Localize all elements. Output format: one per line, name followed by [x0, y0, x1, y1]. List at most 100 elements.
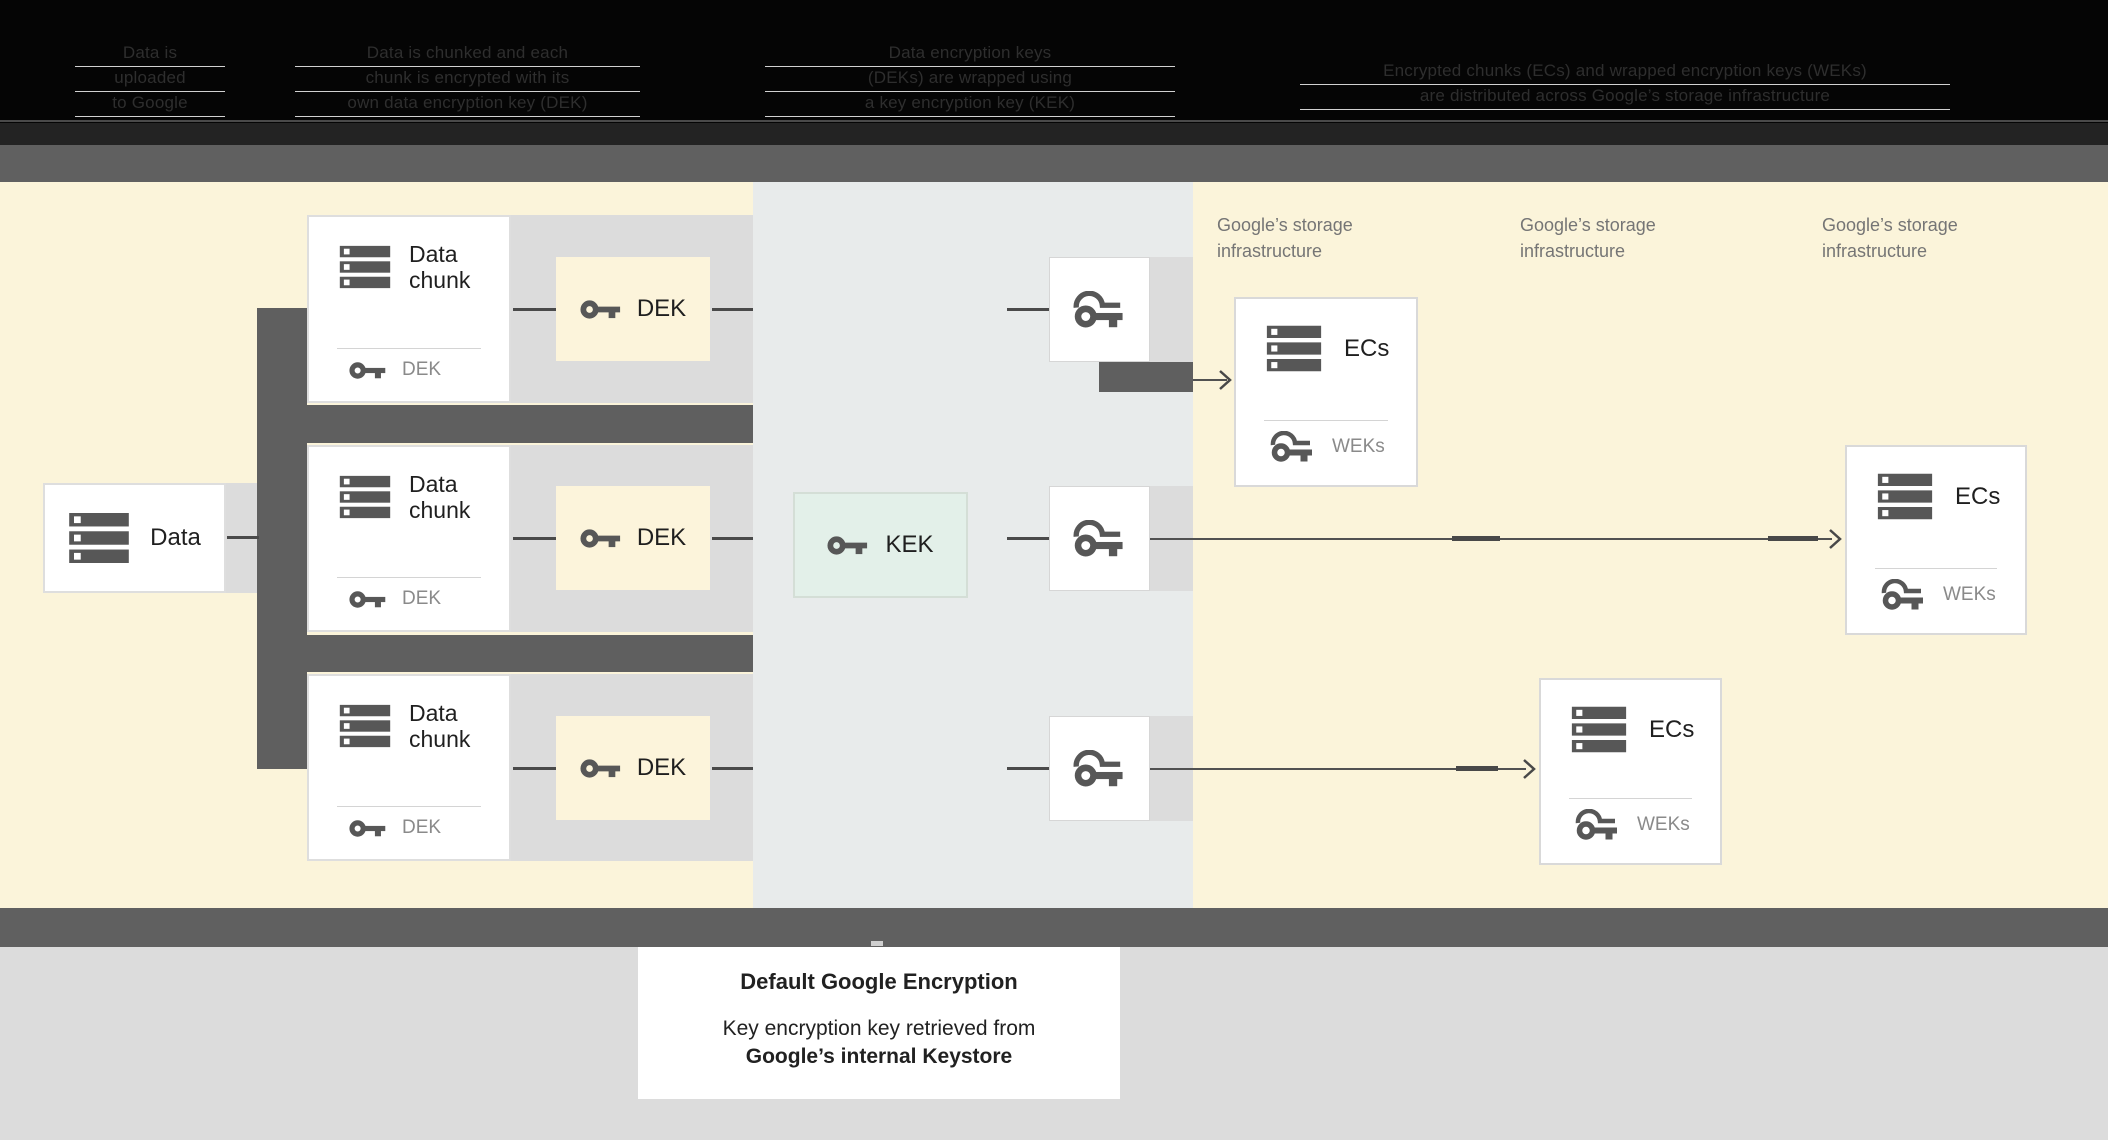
data-chunk-box-3: Data chunk DEK [307, 674, 511, 861]
connector-line-chunk1-dek1 [513, 308, 557, 311]
step-text: (DEKs) are wrapped using [765, 67, 1175, 92]
step-text: uploaded [75, 67, 225, 92]
ecs-title: ECs [1344, 334, 1390, 362]
step-text: to Google [75, 92, 225, 117]
server-stack-icon [1266, 325, 1322, 372]
dek-box-label: DEK [636, 754, 687, 781]
divider [1875, 568, 1997, 569]
chunk-title: Data chunk [409, 241, 471, 294]
connector-bar-horizontal-2 [307, 635, 753, 672]
step-description-3: Data encryption keys (DEKs) are wrapped … [765, 42, 1175, 117]
connector-line-chunk3-dek3 [513, 767, 557, 770]
storage-label-2: Google’s storage infrastructure [1520, 212, 1700, 264]
key-icon [349, 360, 387, 381]
step-text: Encrypted chunks (ECs) and wrapped encry… [1300, 60, 1950, 85]
connector-line-data [227, 536, 259, 539]
dek-box-label: DEK [636, 524, 687, 551]
connector-line-dek3-out [712, 767, 753, 770]
storage-label-line: Google’s storage [1822, 215, 1958, 235]
step-text: Data is chunked and each [295, 42, 640, 67]
flow-arrow-row3 [1150, 768, 1526, 770]
dek-box-2: DEK [556, 486, 710, 590]
header-steps: Data is uploaded to Google Data is chunk… [0, 0, 2108, 145]
key-icon [827, 534, 869, 557]
divider [1569, 798, 1692, 799]
ecs-title: ECs [1649, 715, 1695, 743]
ecs-key-row: WEKs [1541, 809, 1720, 841]
connector-line-kek-key1 [1007, 308, 1049, 311]
chunk-key-row: DEK [309, 817, 509, 839]
connector-line-dek2-out [712, 537, 753, 540]
key-band-1 [1150, 257, 1193, 362]
wrapped-key-box-1 [1049, 257, 1150, 362]
caption-body-line: Key encryption key retrieved from [722, 1017, 1036, 1040]
dek-box-1: DEK [556, 257, 710, 361]
wrapped-key-icon [1071, 291, 1129, 329]
chunk-title: Data chunk [409, 471, 471, 524]
chunk-header: Data chunk [309, 241, 509, 294]
storage-label-1: Google’s storage infrastructure [1217, 212, 1397, 264]
tick-mark [871, 941, 883, 946]
key-icon [349, 589, 387, 610]
step-text: are distributed across Google’s storage … [1300, 85, 1950, 110]
step-description-1: Data is uploaded to Google [75, 42, 225, 117]
step-description-2: Data is chunked and each chunk is encryp… [295, 42, 640, 117]
flow-arrow-row1 [1193, 379, 1227, 381]
arrowhead-icon [1828, 528, 1842, 550]
diagram-canvas: Data Data chunk DEK Data chunk [0, 182, 2108, 908]
caption-box: Default Google Encryption Key encryption… [638, 947, 1120, 1099]
ecs-key-label: WEKs [1332, 436, 1385, 457]
data-chunk-box-1: Data chunk DEK [307, 215, 511, 403]
step-description-4: Encrypted chunks (ECs) and wrapped encry… [1300, 60, 1950, 110]
dek-box-3: DEK [556, 716, 710, 820]
ecs-header: ECs [1847, 473, 2025, 520]
flow-arrow-row2-segment [1452, 536, 1500, 541]
arrowhead-icon [1218, 369, 1232, 391]
server-stack-icon [68, 513, 130, 563]
connector-bar-vertical [257, 308, 307, 769]
divider [337, 577, 481, 578]
connector-line-kek-key2 [1007, 537, 1049, 540]
ecs-title: ECs [1955, 482, 2001, 510]
arrowhead-icon [1522, 758, 1536, 780]
ecs-key-row: WEKs [1847, 579, 2025, 611]
key-icon [580, 757, 622, 780]
ecs-box-1: ECs WEKs [1234, 297, 1418, 487]
chunk-title: Data chunk [409, 700, 471, 753]
caption-body-line: Google’s internal Keystore [745, 1045, 1013, 1069]
divider [1264, 420, 1388, 421]
chunk-key-row: DEK [309, 359, 509, 381]
data-chunk-box-2: Data chunk DEK [307, 445, 511, 632]
ecs-box-3: ECs WEKs [1539, 678, 1722, 865]
ecs-box-2: ECs WEKs [1845, 445, 2027, 635]
storage-label-line: Google’s storage [1520, 215, 1656, 235]
chunk-key-label: DEK [402, 588, 442, 609]
storage-label-line: infrastructure [1822, 241, 1928, 262]
bottom-step-bar [0, 908, 2108, 947]
data-box-label: Data [150, 524, 201, 551]
divider [337, 806, 481, 807]
connector-line-chunk2-dek2 [513, 537, 557, 540]
connector-line-kek-key3 [1007, 767, 1049, 770]
step-text: Data is [75, 42, 225, 67]
wrapped-key-box-3 [1049, 716, 1150, 821]
wrapped-key-export-bar [1099, 362, 1193, 392]
caption-title: Default Google Encryption [740, 969, 1018, 994]
wrapped-key-icon [1575, 809, 1621, 841]
storage-label-3: Google’s storage infrastructure [1822, 212, 2002, 264]
connector-bar-horizontal-1 [307, 405, 753, 443]
storage-label-line: Google’s storage [1217, 215, 1353, 235]
top-step-bar [0, 145, 2108, 182]
dek-box-label: DEK [636, 295, 687, 322]
server-stack-icon [339, 704, 391, 748]
chunk-header: Data chunk [309, 700, 509, 753]
chunk-key-row: DEK [309, 588, 509, 610]
server-stack-icon [1571, 706, 1627, 753]
server-stack-icon [339, 475, 391, 519]
step-text: own data encryption key (DEK) [295, 92, 640, 117]
kek-box: KEK [793, 492, 968, 598]
header-divider [0, 120, 2108, 122]
wrapped-key-icon [1071, 750, 1129, 788]
step-text: chunk is encrypted with its [295, 67, 640, 92]
